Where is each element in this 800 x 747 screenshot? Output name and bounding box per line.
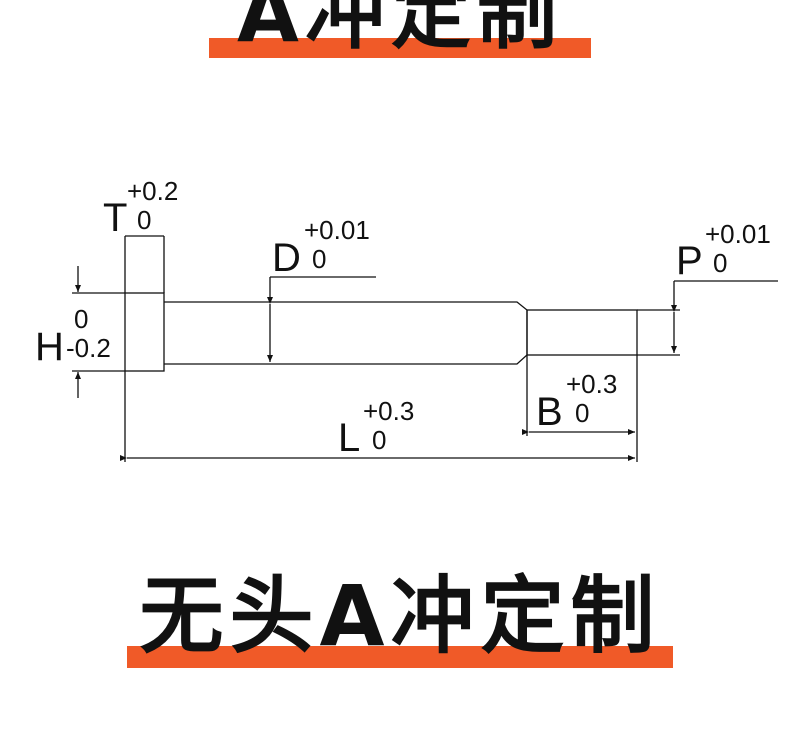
t-upper-tolerance: +0.2 (127, 176, 178, 206)
t-letter: T (103, 196, 127, 240)
l-upper-tolerance: +0.3 (363, 396, 414, 426)
t-label: T +0.2 0 (103, 176, 178, 240)
bottom-banner-title: 无头A冲定制 (139, 567, 661, 665)
p-letter: P (676, 239, 703, 283)
punch-shank (164, 301, 528, 365)
b-label: B +0.3 0 (536, 369, 617, 434)
bottom-banner: 无头A冲定制 (0, 567, 800, 668)
d-lower-tolerance: 0 (312, 244, 326, 274)
punch-tip (526, 309, 638, 356)
b-letter: B (536, 390, 563, 434)
bottom-banner-inner: 无头A冲定制 (127, 567, 673, 668)
h-lower-tolerance: -0.2 (66, 333, 111, 363)
top-banner-title: A冲定制 (237, 0, 563, 60)
h-label: H 0 -0.2 (35, 304, 111, 369)
top-banner-inner: A冲定制 (209, 0, 591, 60)
p-label: P +0.01 0 (676, 219, 771, 283)
punch-head (124, 292, 165, 372)
d-label: D +0.01 0 (272, 215, 370, 280)
h-letter: H (35, 325, 64, 369)
d-letter: D (272, 236, 301, 280)
t-lower-tolerance: 0 (137, 205, 151, 235)
l-letter: L (338, 416, 360, 460)
top-banner-underline (209, 38, 591, 58)
b-lower-tolerance: 0 (575, 398, 589, 428)
p-lower-tolerance: 0 (713, 248, 727, 278)
p-upper-tolerance: +0.01 (705, 219, 771, 249)
top-banner: A冲定制 (0, 0, 800, 60)
bottom-banner-underline (127, 646, 673, 668)
b-upper-tolerance: +0.3 (566, 369, 617, 399)
l-lower-tolerance: 0 (372, 425, 386, 455)
l-label: L +0.3 0 (338, 396, 414, 460)
h-upper-tolerance: 0 (74, 304, 88, 334)
d-upper-tolerance: +0.01 (304, 215, 370, 245)
punch-technical-drawing: T +0.2 0 D +0.01 0 P +0.01 0 H 0 -0.2 B … (35, 176, 778, 462)
